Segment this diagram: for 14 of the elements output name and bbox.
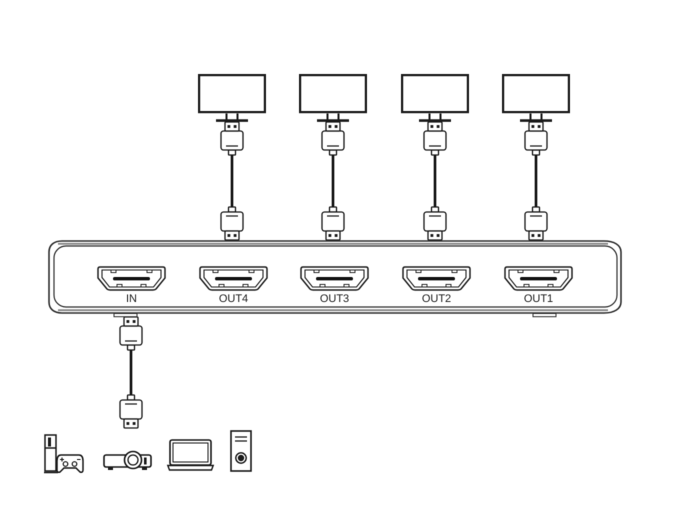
monitor-icon [502, 74, 570, 122]
game-console-icon [44, 434, 84, 474]
monitor-icon [299, 74, 367, 122]
projector-icon [103, 449, 152, 471]
monitor-icon [401, 74, 469, 122]
port-label: OUT2 [422, 293, 452, 305]
hdmi-splitter [48, 240, 622, 317]
port-label: OUT4 [218, 293, 248, 305]
port-label: IN [126, 293, 137, 305]
port-label: OUT1 [524, 293, 554, 305]
laptop-icon [167, 439, 214, 471]
monitor-icon [198, 74, 266, 122]
desktop-tower-icon [230, 430, 252, 472]
port-label: OUT3 [320, 293, 350, 305]
